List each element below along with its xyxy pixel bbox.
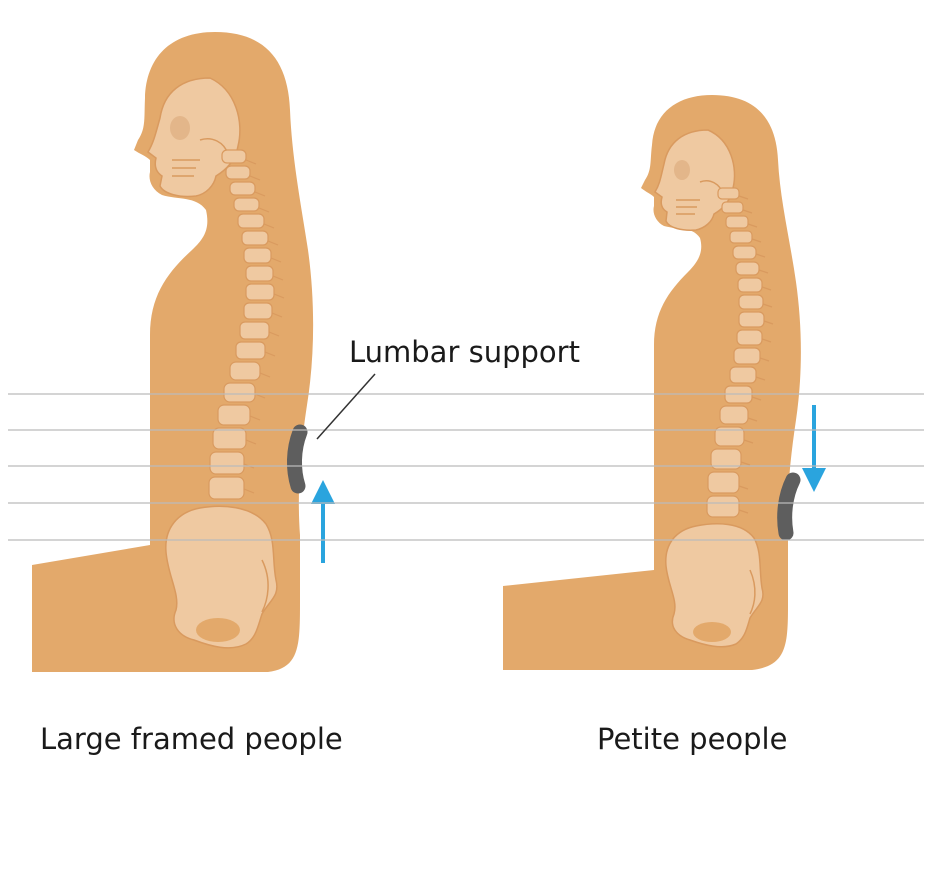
large-framed-pelvis [165,505,278,649]
large-framed-skull [147,77,241,198]
guide-lines [8,393,924,541]
petite-spine [706,187,774,518]
large-framed-figure [32,32,335,672]
petite-pelvis [665,523,764,648]
large-framed-spine [208,149,285,500]
caption-large-framed: Large framed people [40,722,343,756]
petite-figure [503,95,826,670]
lumbar-support-label: Lumbar support [349,335,580,369]
callout-leader-line [316,373,376,440]
caption-petite: Petite people [597,722,788,756]
petite-lumbar-support [777,472,801,541]
large-framed-lumbar-support [287,424,308,494]
